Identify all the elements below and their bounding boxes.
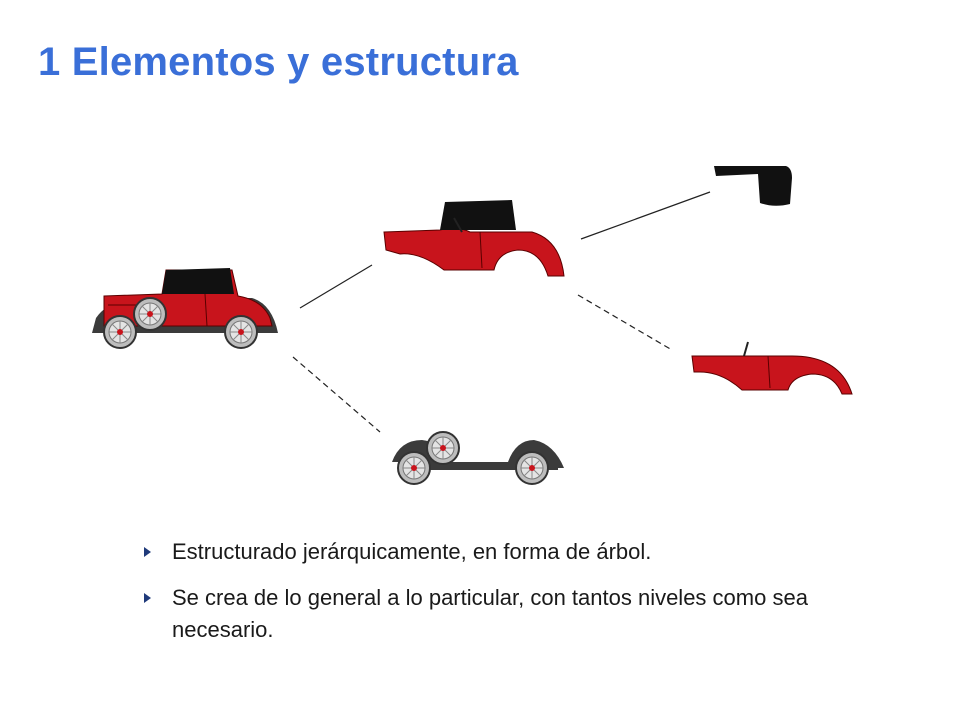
connector-car-to-chassis [292,356,381,433]
bullet-text: Estructurado jerárquicamente, en forma d… [172,539,652,564]
triangle-bullet-icon [144,593,151,603]
connector-car-to-body [299,264,373,309]
car-icon [92,268,278,349]
bullet-list: Estructurado jerárquicamente, en forma d… [142,536,862,660]
connector-body-to-open-body [577,294,673,351]
car-chassis-icon [392,431,564,485]
car-body-icon [383,200,565,277]
car-roof-icon [714,166,792,206]
open-car-body-icon [691,341,853,395]
connector-body-to-roof [580,191,711,240]
bullet-item: Se crea de lo general a lo particular, c… [142,582,862,646]
bullet-item: Estructurado jerárquicamente, en forma d… [142,536,862,568]
triangle-bullet-icon [144,547,151,557]
slide-title: 1 Elementos y estructura [38,40,519,84]
bullet-text: Se crea de lo general a lo particular, c… [172,585,808,642]
